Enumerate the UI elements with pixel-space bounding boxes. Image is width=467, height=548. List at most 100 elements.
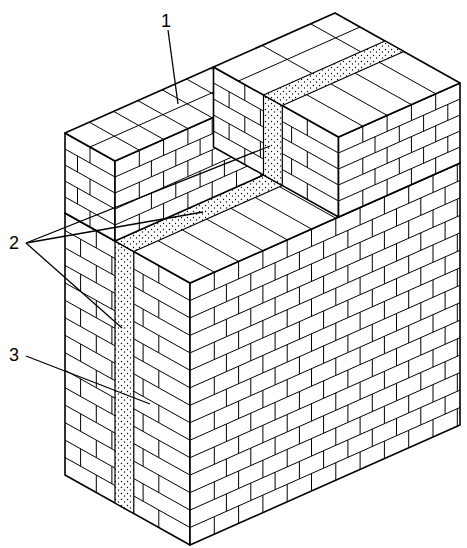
insulation-layer: [264, 95, 283, 186]
mortar-joint: [433, 210, 434, 228]
mortar-joint: [307, 152, 308, 168]
leader-line: [26, 146, 270, 243]
callout-number: 3: [8, 346, 20, 364]
mortar-joint: [396, 209, 397, 226]
mortar-joint: [420, 198, 421, 215]
mortar-joint: [224, 160, 225, 176]
mortar-joint: [212, 182, 213, 198]
mortar-joint: [190, 285, 460, 405]
mortar-joint: [360, 452, 361, 470]
mortar-joint: [96, 265, 97, 283]
mortar-joint: [255, 198, 311, 230]
mortar-joint: [287, 380, 288, 398]
mortar-joint: [433, 350, 434, 367]
mortar-joint: [96, 300, 97, 317]
mortar-joint: [262, 355, 263, 373]
mortar-joint: [80, 344, 81, 362]
mortar-joint: [360, 207, 361, 225]
mortar-joint: [236, 171, 237, 187]
insulation-layer: [264, 41, 404, 106]
mortar-joint: [226, 494, 227, 511]
mortar-joint: [347, 440, 348, 457]
mortar-joint: [360, 347, 361, 365]
mortar-joint: [226, 319, 227, 337]
mortar-joint: [323, 241, 324, 258]
mortar-joint: [384, 301, 385, 319]
mortar-joint: [457, 374, 458, 392]
mortar-joint: [139, 150, 140, 166]
mortar-joint: [347, 230, 348, 247]
mortar-joint: [275, 472, 276, 489]
mortar-joint: [262, 251, 263, 269]
mortar-joint: [158, 475, 159, 493]
mortar-joint: [212, 118, 213, 134]
mortar-joint: [411, 137, 412, 153]
mortar-joint: [139, 182, 140, 198]
mortar-joint: [396, 279, 397, 297]
mortar-joint: [372, 324, 373, 341]
mortar-joint: [323, 346, 324, 363]
mortar-joint: [250, 448, 251, 466]
mortar-joint: [238, 506, 239, 524]
mortar-joint: [408, 291, 409, 309]
mortar-joint: [457, 199, 458, 217]
mortar-joint: [375, 169, 376, 185]
mortar-joint: [238, 261, 239, 279]
mortar-joint: [339, 147, 461, 201]
mortar-joint: [435, 158, 436, 174]
leader-line: [26, 212, 203, 243]
mortar-joint: [372, 429, 373, 446]
mortar-joint: [362, 126, 363, 142]
mortar-joint: [238, 296, 239, 314]
mortar-joint: [399, 158, 400, 174]
mortar-joint: [229, 92, 230, 108]
mortar-joint: [311, 369, 312, 387]
mortar-joint: [384, 336, 385, 354]
mortar-joint: [190, 338, 460, 458]
mortar-joint: [226, 354, 227, 372]
mortar-joint: [347, 405, 348, 423]
mortar-joint: [244, 85, 245, 101]
mortar-joint: [445, 292, 446, 309]
leader-lines: [26, 30, 270, 404]
mortar-joint: [335, 323, 336, 341]
mortar-joint: [143, 449, 144, 467]
mortar-joint: [262, 286, 263, 304]
mortar-joint: [420, 408, 421, 425]
mortar-joint: [457, 164, 458, 182]
mortar-joint: [299, 357, 300, 374]
mortar-joint: [182, 230, 238, 262]
mortar-joint: [433, 420, 434, 438]
mortar-joint: [362, 158, 363, 174]
mortar-joint: [299, 392, 300, 410]
mortar-joint: [311, 474, 312, 492]
mortar-joint: [411, 105, 412, 121]
mortar-joint: [250, 378, 251, 395]
mortar-joint: [111, 396, 112, 414]
mortar-joint: [163, 139, 164, 155]
mortar-joint: [96, 440, 97, 458]
mortar-joint: [445, 257, 446, 275]
mortar-joint: [433, 280, 434, 298]
mortar-joint: [287, 484, 288, 502]
mortar-joint: [311, 264, 312, 282]
mortar-joint: [238, 436, 239, 453]
mortar-joint: [445, 222, 446, 240]
mortar-joint: [384, 441, 385, 459]
mortar-joint: [360, 277, 361, 294]
mortar-joint: [335, 428, 336, 446]
mortar-joint: [408, 361, 409, 378]
mortar-joint: [200, 139, 201, 155]
mortar-joint: [238, 331, 239, 348]
mortar-joint: [445, 327, 446, 345]
mortar-joint: [262, 425, 263, 442]
mortar-joint: [457, 339, 458, 356]
mortar-joint: [96, 370, 97, 388]
mortar-joint: [423, 147, 424, 163]
mortar-joint: [250, 308, 251, 326]
mortar-joint: [238, 471, 239, 489]
mortar-joint: [226, 459, 227, 477]
mortar-joint: [190, 390, 460, 510]
mortar-joint: [111, 431, 112, 449]
mortar-joint: [65, 165, 115, 193]
